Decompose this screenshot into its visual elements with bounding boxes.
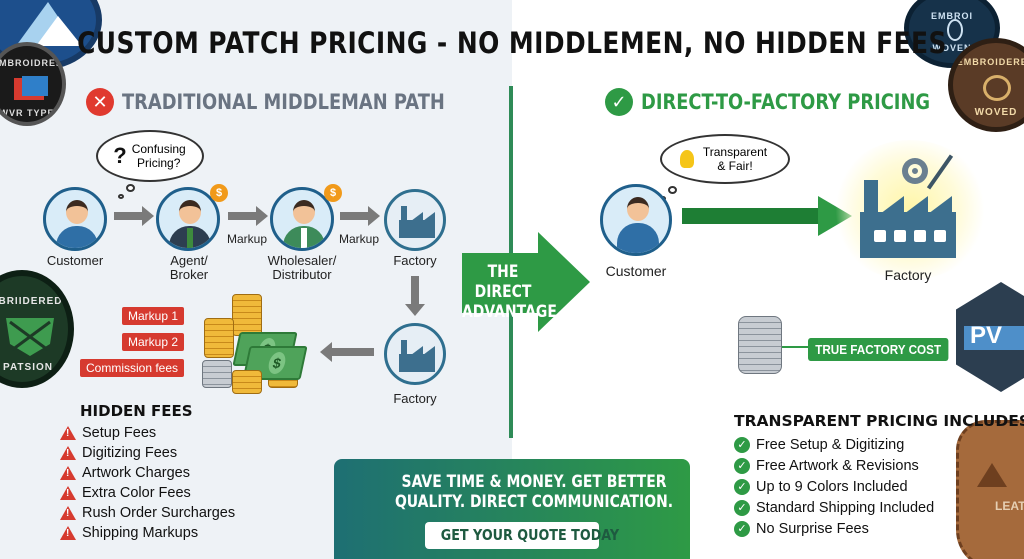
list-item: Extra Color Fees — [60, 483, 235, 503]
customer-avatar — [43, 187, 107, 251]
silver-coin-stack — [738, 316, 782, 374]
wholesaler-label: Wholesaler/ Distributor — [267, 253, 337, 282]
lightbulb-icon — [680, 150, 694, 168]
markup-label-2: Markup — [338, 232, 379, 246]
cta-text: SAVE TIME & MONEY. GET BETTER QUALITY. D… — [394, 472, 674, 512]
markup-2-tag: Markup 2 — [122, 333, 185, 351]
warning-icon — [60, 466, 76, 480]
transparent-thought-bubble: Transparent & Fair! — [660, 134, 790, 184]
includes-title: TRANSPARENT PRICING INCLUDES: — [734, 412, 1024, 430]
x-circle-icon: ✕ — [86, 88, 114, 116]
question-mark-icon: ? — [113, 143, 127, 168]
dollar-coin-icon: $ — [324, 184, 342, 202]
patch-top-right-embroidered: EMBROIDERED WOVED — [948, 38, 1024, 132]
factory-label-2: Factory — [393, 391, 437, 406]
confusing-thought-bubble: ? Confusing Pricing? — [96, 130, 204, 182]
mountain-icon — [16, 2, 82, 46]
gear-icon — [902, 158, 928, 184]
page-title: CUSTOM PATCH PRICING - NO MIDDLEMEN, NO … — [77, 26, 947, 60]
warning-icon — [60, 506, 76, 520]
customer-label: Customer — [46, 253, 104, 268]
dollar-coin-icon: $ — [210, 184, 228, 202]
factory-label-1: Factory — [393, 253, 437, 268]
flow-arrow-back — [320, 342, 374, 362]
warning-icon — [60, 486, 76, 500]
left-heading: ✕ TRADITIONAL MIDDLEMAN PATH — [86, 88, 502, 116]
list-item: ✓Standard Shipping Included — [734, 497, 934, 518]
check-icon: ✓ — [734, 478, 750, 495]
markup-1-tag: Markup 1 — [122, 307, 185, 325]
check-icon: ✓ — [734, 457, 750, 474]
hidden-fees-title: HIDDEN FEES — [80, 402, 193, 420]
coin-stack — [204, 318, 234, 358]
check-icon: ✓ — [734, 499, 750, 516]
coin-stack — [232, 370, 262, 394]
silver-coin-stack — [202, 360, 232, 388]
list-item: Shipping Markups — [60, 523, 235, 543]
warning-icon — [60, 446, 76, 460]
commission-tag: Commission fees — [80, 359, 185, 377]
list-item: ✓Free Setup & Digitizing — [734, 434, 934, 455]
check-icon: ✓ — [734, 520, 750, 537]
list-item: Artwork Charges — [60, 463, 235, 483]
flow-arrow-down — [405, 276, 425, 316]
right-heading: ✓ DIRECT-TO-FACTORY PRICING — [605, 88, 981, 116]
flow-arrow — [114, 206, 154, 226]
patch-top-left-embroidered: EMBROIDRED WVR TYPE — [0, 42, 66, 126]
factory-label-right: Factory — [884, 267, 932, 283]
hidden-fees-list: Setup Fees Digitizing Fees Artwork Charg… — [60, 423, 235, 543]
list-item: ✓Up to 9 Colors Included — [734, 476, 934, 497]
warning-icon — [60, 426, 76, 440]
markup-label-1: Markup — [226, 232, 267, 246]
customer-label-right: Customer — [605, 263, 667, 279]
list-item: Digitizing Fees — [60, 443, 235, 463]
wholesaler-avatar — [270, 187, 334, 251]
direct-advantage-arrow-head — [538, 232, 590, 332]
get-quote-button[interactable]: GET YOUR QUOTE TODAY — [425, 522, 619, 549]
direct-arrow — [682, 208, 822, 224]
agent-label: Agent/ Broker — [169, 253, 209, 282]
coin-stack — [232, 294, 262, 336]
shield-icon — [6, 318, 54, 356]
flow-arrow — [228, 206, 268, 226]
agent-avatar — [156, 187, 220, 251]
direct-advantage-label: THE DIRECT ADVANTAGE — [462, 262, 557, 322]
list-item: Setup Fees — [60, 423, 235, 443]
patch-bottom-right-leather: LEAT — [956, 420, 1024, 559]
direct-advantage-arrow — [462, 253, 540, 313]
flow-arrow — [340, 206, 380, 226]
emblem-icon — [983, 75, 1011, 101]
cta-banner: SAVE TIME & MONEY. GET BETTER QUALITY. D… — [334, 459, 690, 559]
check-icon: ✓ — [734, 436, 750, 453]
list-item: Rush Order Surcharges — [60, 503, 235, 523]
needle-icon — [947, 19, 963, 41]
list-item: ✓No Surprise Fees — [734, 518, 934, 539]
patch-mid-left: EMBRIIDERED R PATSION — [0, 270, 74, 388]
customer-avatar-right — [600, 184, 672, 256]
list-item: ✓Free Artwork & Revisions — [734, 455, 934, 476]
factory-icon — [384, 189, 446, 251]
leather-logo-icon — [977, 463, 1007, 487]
warning-icon — [60, 526, 76, 540]
includes-list: ✓Free Setup & Digitizing ✓Free Artwork &… — [734, 434, 934, 539]
true-factory-cost-badge: TRUE FACTORY COST — [808, 338, 949, 361]
factory-icon — [384, 323, 446, 385]
check-circle-icon: ✓ — [605, 88, 633, 116]
